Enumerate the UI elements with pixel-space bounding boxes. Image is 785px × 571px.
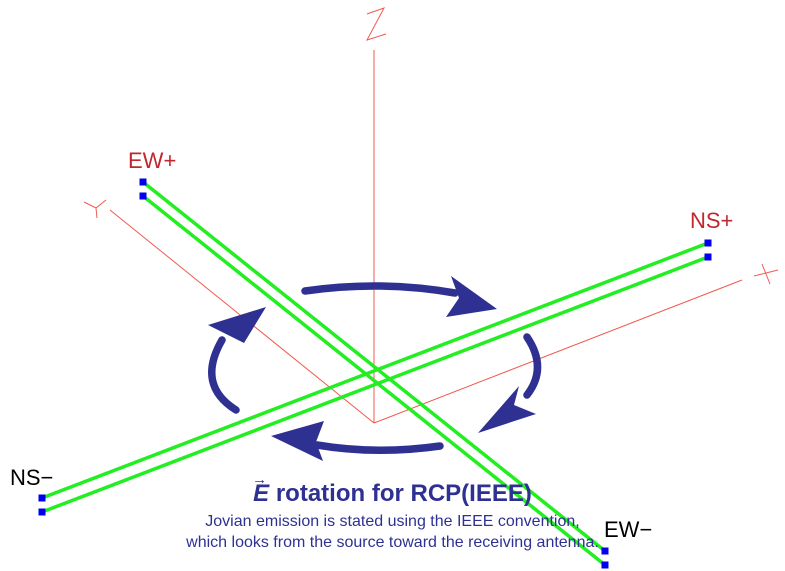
ew-minus-endpoint-b <box>601 561 609 569</box>
y-axis-glyph-tail <box>95 207 98 219</box>
ew-minus-endpoint-a <box>601 547 609 555</box>
rotation-arrowhead-front <box>271 421 324 461</box>
rotation-arc-back <box>301 282 459 297</box>
ns-minus-label: NS− <box>10 465 53 490</box>
ew-plus-label: EW+ <box>128 148 176 173</box>
rotation-arrows <box>208 276 542 461</box>
rotation-arrowhead-back <box>446 276 497 317</box>
z-axis-glyph <box>365 7 387 41</box>
ns-minus-endpoint-a <box>38 494 46 502</box>
ew-plus-endpoint-a <box>139 178 147 186</box>
x-axis-glyph-a <box>761 263 771 285</box>
ew-element-left <box>141 180 607 553</box>
caption-line-2: which looks from the source toward the r… <box>186 534 599 551</box>
ns-minus-endpoint-b <box>38 508 46 516</box>
rotation-arrowhead-left <box>208 307 266 343</box>
ew-minus-label: EW− <box>604 517 652 542</box>
rotation-arc-right <box>523 333 542 399</box>
y-axis-glyph <box>83 199 107 209</box>
rotation-arrowhead-right <box>478 386 536 433</box>
ew-element-right <box>141 194 607 567</box>
axes <box>83 7 779 424</box>
x-axis-glyph-b <box>753 269 779 277</box>
vector-arrow-icon: → <box>252 471 268 488</box>
endpoint-labels: EW+ NS+ NS− EW− <box>10 148 733 542</box>
rotation-arc-left <box>208 336 240 414</box>
ns-plus-label: NS+ <box>690 208 733 233</box>
x-axis-line <box>373 279 743 424</box>
ns-element-upper <box>41 241 709 500</box>
rotation-arc-front <box>313 441 444 454</box>
e-vector-symbol: →E <box>252 471 270 507</box>
caption-title-text: rotation for RCP(IEEE) <box>275 480 532 507</box>
endpoint-markers <box>38 178 712 569</box>
ns-plus-endpoint-a <box>704 239 712 247</box>
caption-line-1: Jovian emission is stated using the IEEE… <box>205 513 580 530</box>
ew-dipole <box>141 180 607 567</box>
ns-plus-endpoint-b <box>704 253 712 261</box>
ns-element-lower <box>41 255 709 514</box>
ns-dipole <box>41 241 709 514</box>
ew-plus-endpoint-b <box>139 192 147 200</box>
caption-title: →E rotation for RCP(IEEE) <box>0 471 785 508</box>
